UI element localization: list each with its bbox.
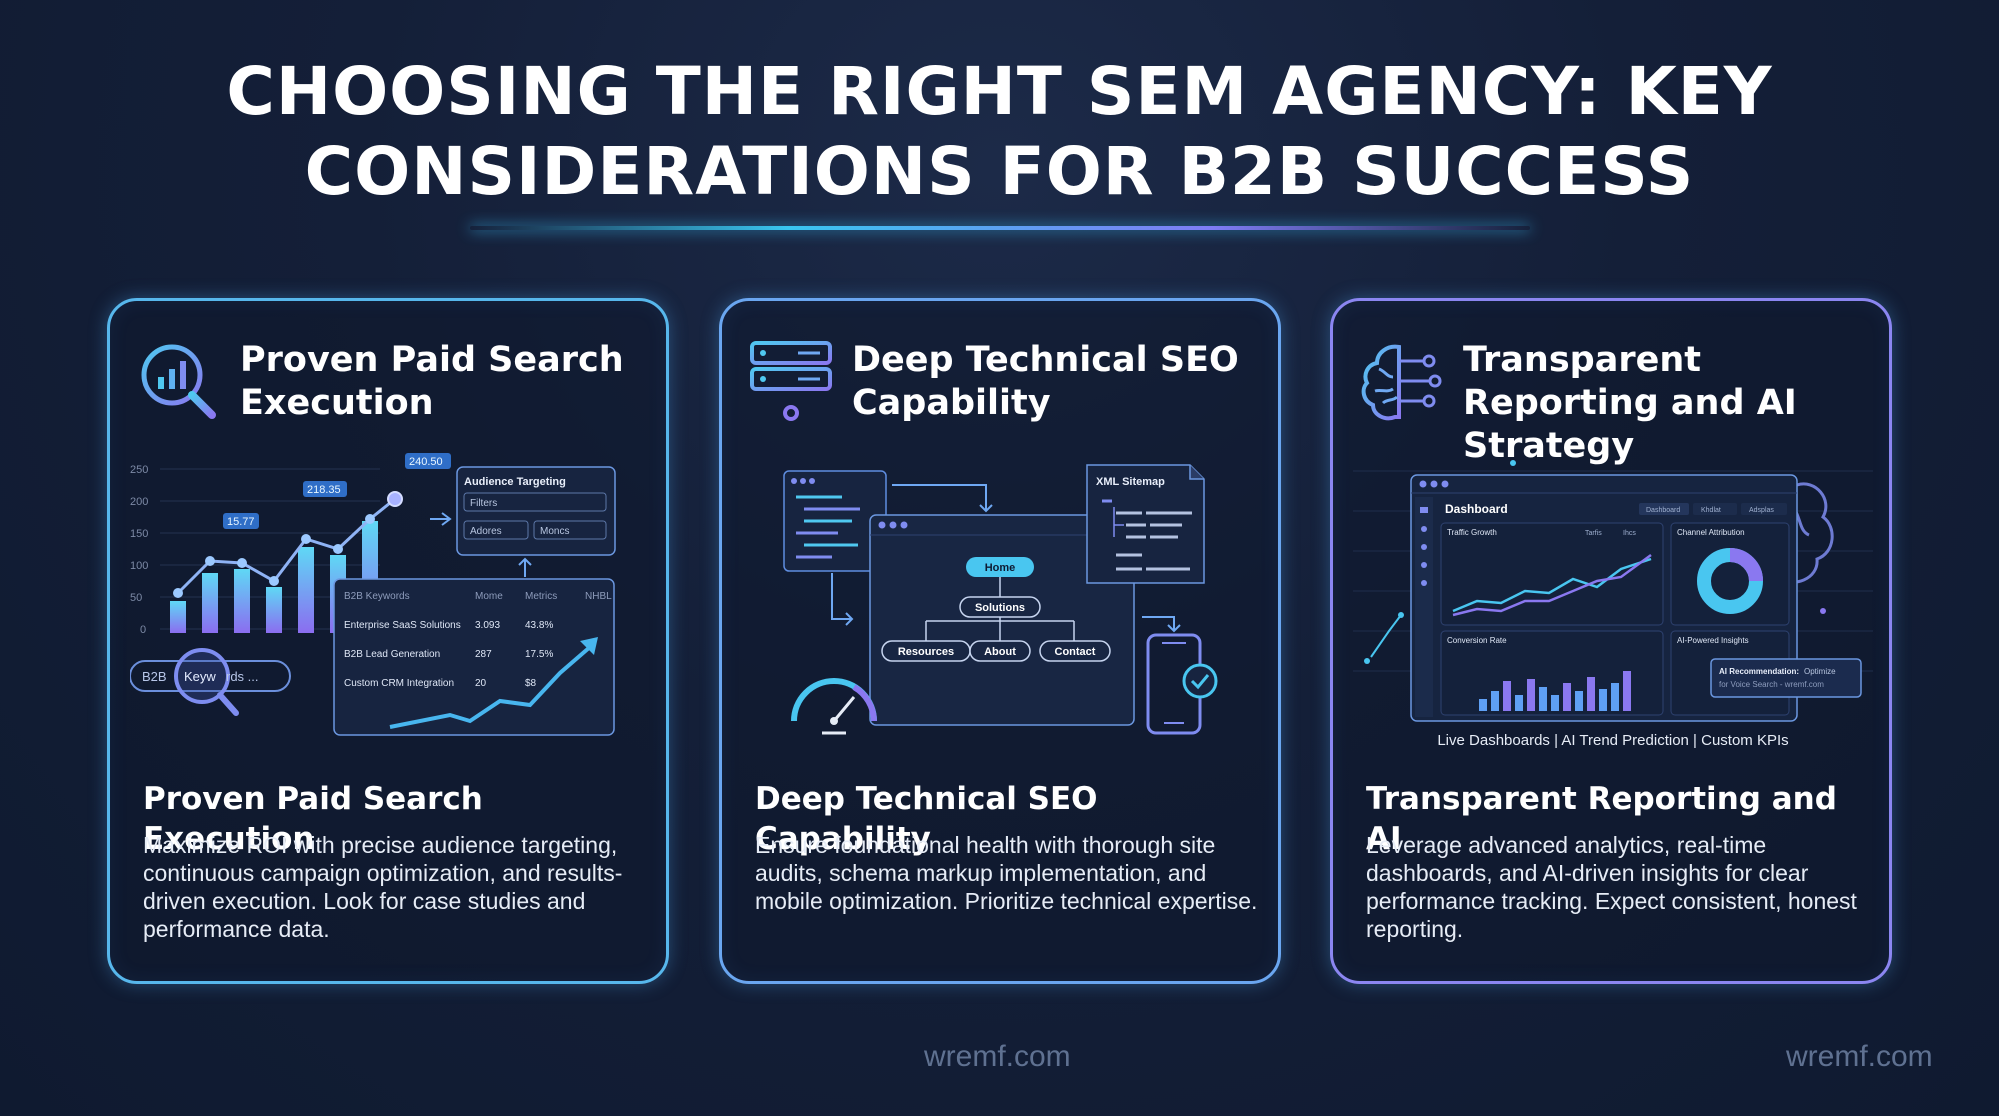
table-cell: B2B Lead Generation — [344, 649, 440, 660]
dashboard-caption: Live Dashboards | AI Trend Prediction | … — [1437, 732, 1788, 749]
dashboard-title: Dashboard — [1445, 502, 1508, 516]
page-title: CHOOSING THE RIGHT SEM AGENCY: KEY CONSI… — [0, 52, 1999, 212]
table-cell: 20 — [475, 678, 487, 689]
technical-seo-illustration: Home Solutions Resources About Contact X… — [783, 464, 1218, 735]
paid-search-illustration: 250 200 150 100 50 0 15.77 21 — [130, 453, 616, 736]
ai-rec-line2: for Voice Search - wremf.com — [1719, 680, 1824, 689]
watermark: wremf.com — [924, 1040, 1071, 1073]
y-tick: 250 — [130, 464, 148, 476]
sitemap-node-leaf: About — [984, 646, 1016, 658]
chart-bar — [234, 569, 250, 633]
card-subheading: Proven Paid Search Execution — [143, 781, 483, 857]
audience-panel-title: Audience Targeting — [464, 476, 566, 488]
reporting-illustration: Dashboard Dashboard Khdlat Adsplas Traff… — [1353, 460, 1873, 749]
title-divider — [470, 226, 1530, 230]
audience-targeting-panel: Audience Targeting Filters Adores Moncs — [456, 466, 616, 556]
audience-option: Moncs — [540, 526, 569, 537]
title-line-1: CHOOSING THE RIGHT SEM AGENCY: KEY — [226, 53, 1773, 130]
panel-title: Traffic Growth — [1447, 528, 1497, 537]
card-subheading: Transparent Reporting and AI — [1366, 781, 1837, 857]
table-header: Mome — [475, 591, 503, 602]
ai-rec-text: Optimize — [1804, 667, 1836, 676]
card-paid-search: Proven Paid Search Execution 250 200 150… — [107, 298, 669, 984]
y-tick: 150 — [130, 528, 148, 540]
chart-bar — [170, 601, 186, 633]
chart-callout: 218.35 — [307, 484, 341, 496]
card-reporting-ai: Transparent Reporting and AI Strategy Da… — [1330, 298, 1892, 984]
dashboard-window: Dashboard Dashboard Khdlat Adsplas Traff… — [1410, 474, 1798, 722]
pill-text: rds ... — [226, 669, 259, 684]
table-cell: Custom CRM Integration — [344, 678, 454, 689]
audience-option: Adores — [470, 526, 502, 537]
filter-label: Filters — [470, 498, 497, 509]
card-description: Leverage advanced analytics, real-time d… — [1366, 832, 1857, 942]
site-structure-window: Home Solutions Resources About Contact — [869, 514, 1135, 726]
xml-sitemap-label: XML Sitemap — [1096, 476, 1165, 488]
pill-text: B2B — [142, 669, 167, 684]
y-tick: 50 — [130, 592, 142, 604]
legend-item: Ihcs — [1623, 530, 1636, 537]
chart-callout: 240.50 — [409, 456, 443, 468]
panel-title: AI-Powered Insights — [1677, 636, 1749, 645]
sitemap-node-home: Home — [985, 562, 1016, 574]
panel-title: Conversion Rate — [1447, 636, 1507, 645]
card-heading: Transparent Reporting and AI Strategy — [1463, 340, 1797, 466]
table-header: B2B Keywords — [344, 591, 410, 602]
keyword-table: B2B Keywords Mome Metrics NHBL Enterpris… — [333, 578, 615, 736]
watermark: wremf.com — [1786, 1040, 1933, 1073]
title-line-2: CONSIDERATIONS FOR B2B SUCCESS — [304, 133, 1695, 210]
y-tick: 0 — [140, 624, 146, 636]
table-cell: 43.8% — [525, 620, 553, 631]
table-cell: Enterprise SaaS Solutions — [344, 620, 461, 631]
dashboard-tab: Dashboard — [1646, 507, 1680, 514]
chart-bar — [298, 547, 314, 633]
card-description: Maximize ROI with precise audience targe… — [143, 832, 623, 942]
ai-rec-label: AI Recommendation: — [1719, 667, 1799, 676]
ai-brain-icon — [1361, 344, 1442, 421]
card-heading: Deep Technical SEO Capability — [852, 340, 1239, 423]
card-subheading: Deep Technical SEO Capability — [755, 781, 1098, 857]
dashboard-tab: Adsplas — [1749, 507, 1774, 514]
chart-callout: 15.77 — [227, 516, 255, 528]
magnifier-chart-icon — [141, 344, 216, 419]
mobile-phone-icon — [1146, 633, 1218, 735]
table-cell: 3.093 — [475, 620, 500, 631]
card-heading: Proven Paid Search Execution — [240, 340, 624, 423]
panel-title: Channel Attribution — [1677, 528, 1745, 537]
ai-recommendation-box: AI Recommendation: Optimize for Voice Se… — [1710, 658, 1862, 698]
y-tick: 100 — [130, 560, 148, 572]
sitemap-node-leaf: Contact — [1055, 646, 1096, 658]
y-tick: 200 — [130, 496, 148, 508]
table-header: NHBL — [585, 591, 612, 602]
chart-bar — [202, 573, 218, 633]
keyword-search-pill: B2B Keyw rds ... — [130, 648, 291, 716]
card-description: Ensure foundational health with thorough… — [755, 832, 1258, 914]
dashboard-tab: Khdlat — [1701, 507, 1721, 514]
pill-text: Keyw — [184, 669, 216, 684]
xml-sitemap-doc: XML Sitemap — [1086, 464, 1205, 584]
card-technical-seo: Deep Technical SEO Capability Home Solut… — [719, 298, 1281, 984]
sitemap-node-solutions: Solutions — [975, 602, 1025, 614]
server-stack-icon — [750, 341, 832, 421]
table-header: Metrics — [525, 591, 557, 602]
sitemap-node-leaf: Resources — [898, 646, 954, 658]
legend-item: Tarfis — [1585, 530, 1602, 537]
table-cell: 17.5% — [525, 649, 553, 660]
chart-bar — [266, 587, 282, 633]
table-cell: 287 — [475, 649, 492, 660]
table-cell: $8 — [525, 678, 537, 689]
speed-gauge-icon — [791, 678, 877, 735]
code-window — [783, 470, 887, 572]
